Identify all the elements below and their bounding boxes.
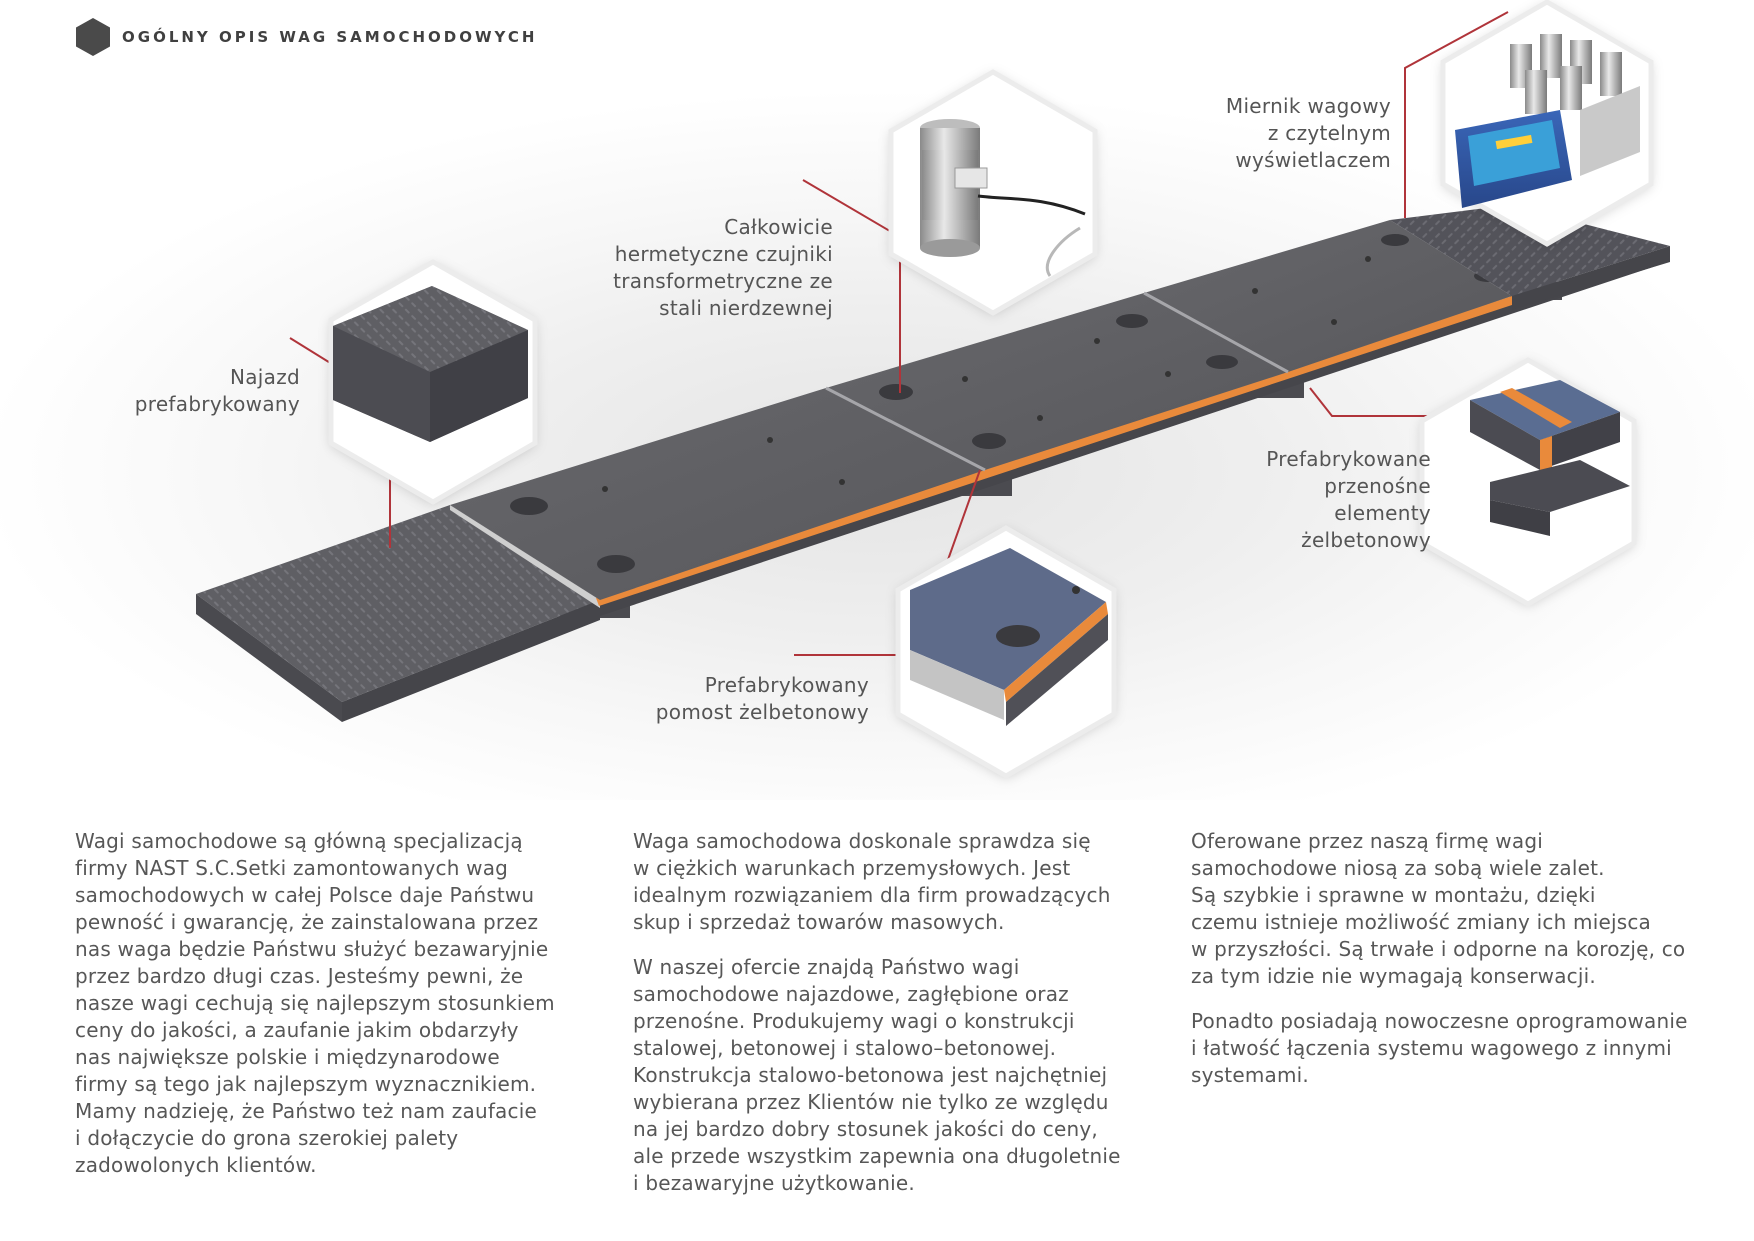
text-line: Konstrukcja stalowo-betonowa jest najchę… [633, 1063, 1108, 1087]
paragraph: Ponadto posiadają nowoczesne oprogramowa… [1191, 1008, 1688, 1089]
callout-elements: Prefabrykowane przenośne elementy żelbet… [1266, 446, 1431, 554]
callout-line: Prefabrykowany [704, 673, 869, 697]
text-line: Są szybkie i sprawne w montażu, dzięki [1191, 883, 1596, 907]
paragraph: Waga samochodowa doskonale sprawdza się … [633, 828, 1123, 936]
orange-joint-strip [596, 296, 1515, 606]
text-line: pewność i gwarancję, że zainstalowana pr… [75, 910, 539, 934]
weighing-terminal-hex [1440, 0, 1654, 247]
concrete-elements-hex [1419, 357, 1637, 607]
text-line: idealnym rozwiązaniem dla firm prowadząc… [633, 883, 1111, 907]
text-column-2: Waga samochodowa doskonale sprawdza się … [633, 828, 1123, 1215]
text-line: na jej bardzo dobry stosunek jakości do … [633, 1117, 1098, 1141]
text-line: samochodowe najazdowe, zagłębione oraz [633, 982, 1069, 1006]
text-line: ale przede wszystkim zapewnia ona długol… [633, 1144, 1121, 1168]
callout-line: żelbetonowy [1301, 528, 1431, 552]
text-line: zadowolonych klientów. [75, 1153, 317, 1177]
page-title: OGÓLNY OPIS WAG SAMOCHODOWYCH [122, 28, 538, 46]
text-line: firmy NAST S.C.Setki zamontowanych wag [75, 856, 509, 880]
left-ramp [196, 505, 600, 722]
text-line: samochodowych w całej Polsce daje Państw… [75, 883, 535, 907]
callout-line: transformetryczne ze [613, 269, 833, 293]
callout-line: Prefabrykowane [1266, 447, 1431, 471]
platform-deck [450, 220, 1512, 600]
callout-line: z czytelnym [1267, 121, 1391, 145]
text-line: stalowej, betonowej i stalowo–betonowej. [633, 1036, 1057, 1060]
text-line: czemu istnieje możliwość zmiany ich miej… [1191, 910, 1652, 934]
text-line: Ponadto posiadają nowoczesne oprogramowa… [1191, 1009, 1688, 1033]
text-line: skup i sprzedaż towarów masowych. [633, 910, 1005, 934]
callout-ramp: Najazd prefabrykowany [135, 364, 300, 418]
text-column-1: Wagi samochodowe są główną specjalizacją… [75, 828, 565, 1197]
text-line: nasze wagi cechują się najlepszym stosun… [75, 991, 555, 1015]
callout-line: pomost żelbetonowy [655, 700, 869, 724]
text-line: przenośne. Produkujemy wagi o konstrukcj… [633, 1009, 1075, 1033]
text-line: Wagi samochodowe są główną specjalizacją [75, 829, 523, 853]
scale-body [196, 205, 1670, 722]
callout-platform: Prefabrykowany pomost żelbetonowy [656, 672, 869, 726]
callout-line: stali nierdzewnej [659, 296, 833, 320]
text-column-3: Oferowane przez naszą firmę wagi samocho… [1191, 828, 1688, 1107]
truck-scale-illustration [196, 0, 1670, 779]
paragraph: Wagi samochodowe są główną specjalizacją… [75, 828, 565, 1179]
callout-line: elementy [1334, 501, 1431, 525]
text-line: przez bardzo długi czas. Jesteśmy pewni,… [75, 964, 524, 988]
page-header: OGÓLNY OPIS WAG SAMOCHODOWYCH [74, 17, 537, 57]
platform-detail-hex [895, 525, 1117, 779]
text-line: nas waga będzie Państwu służyć bezawaryj… [75, 937, 549, 961]
callout-line: hermetyczne czujniki [614, 242, 833, 266]
text-line: i dołączycie do grona szerokiej palety [75, 1126, 459, 1150]
text-line: firmy są tego jak najlepszym wyznaczniki… [75, 1072, 537, 1096]
callout-line: prefabrykowany [134, 392, 300, 416]
callout-line: Miernik wagowy [1225, 94, 1391, 118]
callout-line: przenośne [1324, 474, 1431, 498]
text-line: i łatwość łączenia systemu wagowego z in… [1191, 1036, 1672, 1060]
paragraph: W naszej ofercie znajdą Państwo wagi sam… [633, 954, 1123, 1197]
callout-meter: Miernik wagowy z czytelnym wyświetlaczem [1226, 93, 1391, 174]
load-cell-hex [888, 69, 1098, 316]
callout-sensors: Całkowicie hermetyczne czujniki transfor… [613, 214, 833, 322]
text-line: Oferowane przez naszą firmę wagi [1191, 829, 1543, 853]
header-hexagon-icon [76, 18, 110, 56]
right-ramp [1390, 205, 1670, 310]
text-line: w przyszłości. Są trwałe i odporne na ko… [1191, 937, 1686, 961]
text-line: i bezawaryjne użytkowanie. [633, 1171, 915, 1195]
callout-line: Najazd [229, 365, 300, 389]
text-line: W naszej ofercie znajdą Państwo wagi [633, 955, 1020, 979]
text-line: ceny do jakości, a zaufanie jakim obdarz… [75, 1018, 519, 1042]
callout-line: Całkowicie [724, 215, 833, 239]
text-line: samochodowe niosą za sobą wiele zalet. [1191, 856, 1605, 880]
text-line: nas największe polskie i międzynarodowe [75, 1045, 500, 1069]
ramp-detail-hex [328, 259, 538, 505]
text-line: Waga samochodowa doskonale sprawdza się [633, 829, 1091, 853]
text-line: w ciężkich warunkach przemysłowych. Jest [633, 856, 1071, 880]
text-line: wybierana przez Klientów nie tylko ze wz… [633, 1090, 1109, 1114]
text-line: Mamy nadzieję, że Państwo też nam zaufac… [75, 1099, 537, 1123]
text-line: za tym idzie nie wymagają konserwacji. [1191, 964, 1596, 988]
paragraph: Oferowane przez naszą firmę wagi samocho… [1191, 828, 1686, 990]
callout-line: wyświetlaczem [1235, 148, 1391, 172]
text-line: systemami. [1191, 1063, 1309, 1087]
